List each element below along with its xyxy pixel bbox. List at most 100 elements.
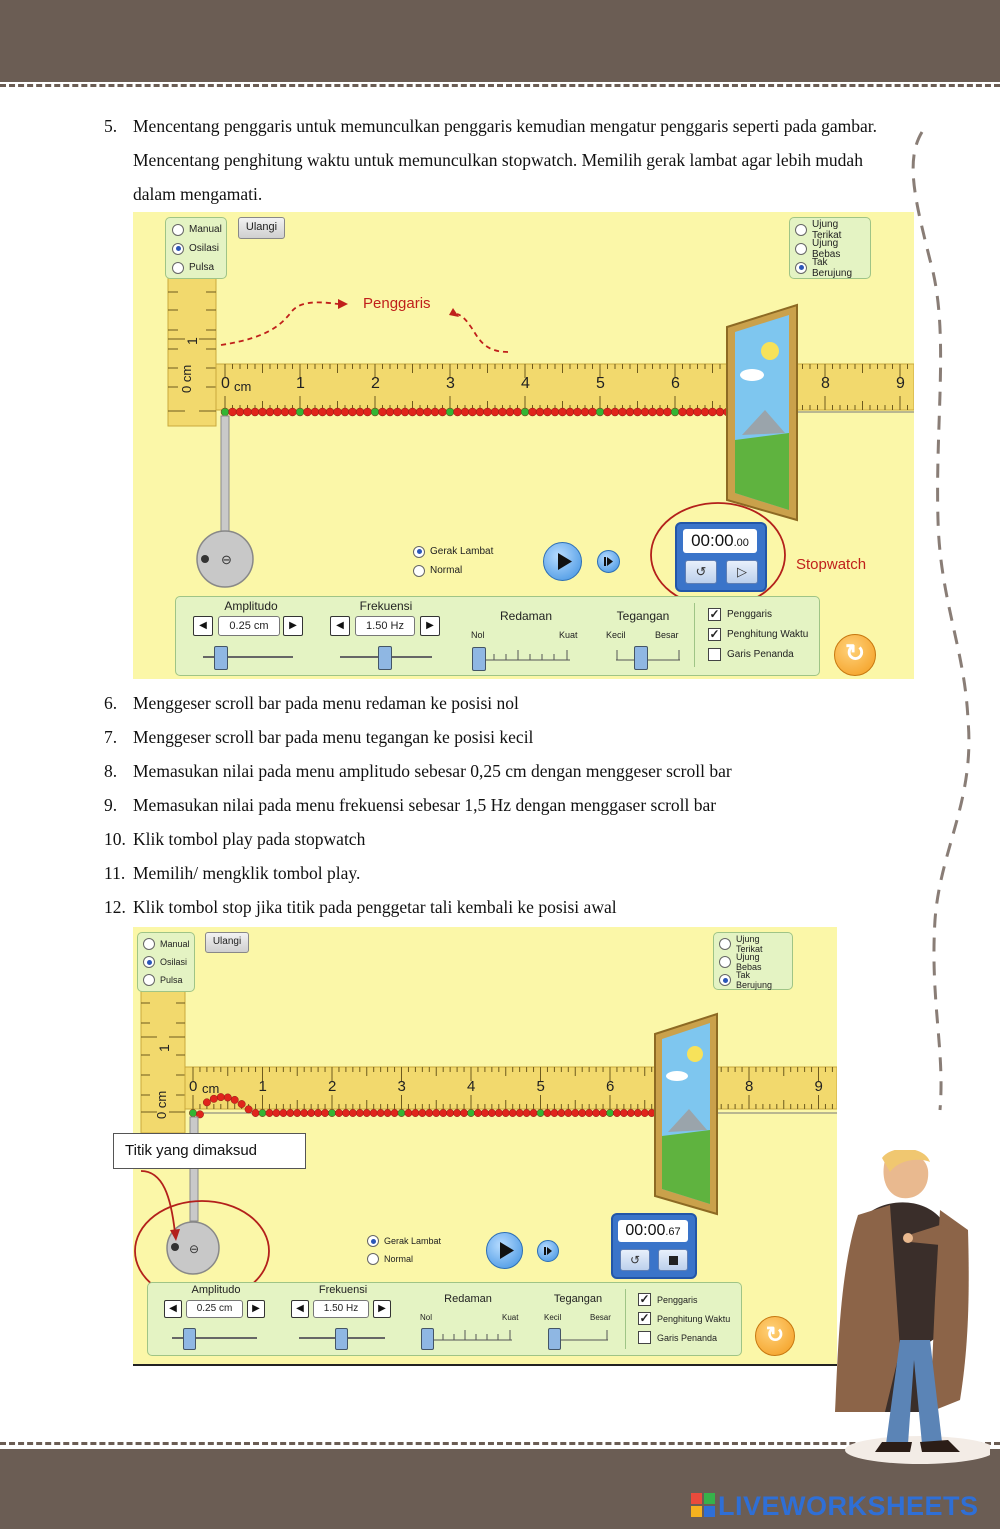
string-bead-2-14 <box>286 1109 295 1117</box>
damping-slider-thumb[interactable] <box>472 647 486 671</box>
stopwatch-stop-button[interactable] <box>658 1249 688 1271</box>
end-option-bebas[interactable]: Ujung Bebas <box>795 238 865 260</box>
string-bead-2-21 <box>335 1109 343 1117</box>
mode-option-osilasi[interactable]: Osilasi <box>172 239 220 258</box>
frequency-increase-button-2[interactable]: ▶ <box>373 1300 391 1318</box>
reset-all-button-2[interactable]: ↻ <box>755 1316 795 1356</box>
string-bead-1-42 <box>535 407 545 417</box>
string-bead-2-62 <box>619 1109 628 1117</box>
checkbox-penghitung-waktu-2[interactable]: ✓Penghitung Waktu <box>638 1311 731 1325</box>
end-option-terikat[interactable]: Ujung Terikat <box>795 219 865 241</box>
frequency-decrease-button-2[interactable]: ◀ <box>291 1300 309 1318</box>
frequency-slider-thumb-2[interactable] <box>335 1328 348 1350</box>
stopwatch-2[interactable]: 00:00.67 ↺ <box>611 1213 697 1279</box>
amplitude-increase-button[interactable]: ▶ <box>283 616 303 636</box>
speed-option-lambat-2[interactable]: Gerak Lambat <box>367 1232 441 1250</box>
stopwatch-start-button[interactable]: ▷ <box>726 560 758 584</box>
ruler-unit-2: cm <box>202 1081 220 1096</box>
play-button-2[interactable] <box>486 1232 523 1269</box>
amplitude-value-2[interactable]: 0.25 cm <box>186 1300 243 1318</box>
step-6: 6.Menggeser scroll bar pada menu redaman… <box>104 693 519 713</box>
stopwatch-reset-button[interactable]: ↺ <box>685 560 717 584</box>
end-option-bebas-2[interactable]: Ujung Bebas <box>719 952 787 972</box>
mode-option-manual[interactable]: Manual <box>172 220 222 239</box>
string-bead-1-51 <box>603 407 612 417</box>
undo-icon: ↺ <box>695 564 707 579</box>
string-bead-2-38 <box>453 1109 462 1117</box>
string-bead-2-46 <box>508 1109 517 1117</box>
tension-slider-thumb[interactable] <box>634 646 648 670</box>
string-bead-1-15 <box>333 407 342 417</box>
tension-label-2: Tegangan <box>553 1293 603 1305</box>
mode-option-manual-2[interactable]: Manual <box>143 935 190 953</box>
refresh-icon: ↻ <box>765 1322 785 1347</box>
string-bead-2-17 <box>307 1109 316 1117</box>
ruler-tick-label-1-0: 0 <box>221 375 230 392</box>
string-bead-2-26 <box>369 1109 378 1117</box>
string-bead-2-15 <box>293 1109 302 1117</box>
string-bead-2-34 <box>425 1109 434 1117</box>
ruler-tick-label-1-3: 3 <box>446 375 455 392</box>
mode-option-pulsa-2[interactable]: Pulsa <box>143 971 189 989</box>
string-bead-1-12 <box>310 407 320 417</box>
stop-icon <box>668 1256 678 1265</box>
step-button-2[interactable] <box>537 1240 559 1262</box>
step-button[interactable] <box>597 550 620 573</box>
string-bead-1-47 <box>573 407 582 417</box>
frequency-value-2[interactable]: 1.50 Hz <box>313 1300 369 1318</box>
checkbox-garis-penanda[interactable]: Garis Penanda <box>708 644 808 664</box>
damping-slider-thumb-2[interactable] <box>421 1328 434 1350</box>
string-bead-2-41 <box>474 1109 482 1117</box>
mode-option-pulsa[interactable]: Pulsa <box>172 258 220 277</box>
checkbox-penggaris-2[interactable]: ✓Penggaris <box>638 1292 698 1306</box>
amplitude-increase-button-2[interactable]: ▶ <box>247 1300 265 1318</box>
tension-max-label-2: Besar <box>590 1313 611 1322</box>
end-option-tak-berujung[interactable]: Tak Berujung <box>795 257 865 279</box>
checkbox-penghitung-waktu[interactable]: ✓Penghitung Waktu <box>708 626 809 641</box>
reset-all-button[interactable]: ↻ <box>834 634 876 676</box>
ulangi-button-2[interactable]: Ulangi <box>205 932 249 953</box>
end-option-tak-berujung-2[interactable]: Tak Berujung <box>719 970 787 990</box>
speed-option-normal[interactable]: Normal <box>413 561 493 580</box>
speed-option-normal-2[interactable]: Normal <box>367 1250 441 1268</box>
frequency-value[interactable]: 1.50 Hz <box>355 616 415 636</box>
amplitude-decrease-button-2[interactable]: ◀ <box>164 1300 182 1318</box>
string-bead-1-16 <box>340 407 350 417</box>
string-bead-1-52 <box>610 407 620 417</box>
string-bead-1-61 <box>678 407 687 417</box>
frequency-decrease-button[interactable]: ◀ <box>330 616 350 636</box>
amplitude-slider-thumb[interactable] <box>214 646 228 670</box>
string-bead-1-8 <box>280 407 290 417</box>
checkbox-garis-penanda-2[interactable]: Garis Penanda <box>638 1328 730 1347</box>
amplitude-value[interactable]: 0.25 cm <box>218 616 280 636</box>
play-button[interactable] <box>543 542 582 581</box>
ulangi-button[interactable]: Ulangi <box>238 217 285 239</box>
string-bead-2-29 <box>390 1109 399 1117</box>
man-checking-watch-illustration <box>835 1150 990 1464</box>
string-bead-1-26 <box>415 407 425 417</box>
tension-slider-thumb-2[interactable] <box>548 1328 561 1350</box>
string-bead-2-8 <box>244 1105 253 1114</box>
string-bead-2-24 <box>355 1109 364 1117</box>
string-bead-2-13 <box>279 1109 288 1117</box>
string-bead-2-25 <box>362 1109 371 1117</box>
stopwatch-reset-button-2[interactable]: ↺ <box>620 1249 650 1271</box>
frequency-increase-button[interactable]: ▶ <box>420 616 440 636</box>
string-bead-2-9 <box>251 1109 260 1117</box>
frequency-label: Frekuensi <box>359 599 413 613</box>
stopwatch[interactable]: 00:00.00 ↺ ▷ <box>675 522 767 592</box>
frequency-slider-thumb[interactable] <box>378 646 392 670</box>
amplitude-label: Amplitudo <box>224 599 278 613</box>
string-bead-1-39 <box>513 407 522 417</box>
checkbox-penggaris[interactable]: ✓Penggaris <box>708 606 773 621</box>
end-option-terikat-2[interactable]: Ujung Terikat <box>719 934 787 954</box>
amplitude-slider-thumb-2[interactable] <box>183 1328 196 1350</box>
end-type-panel-2: Ujung Terikat Ujung Bebas Tak Berujung <box>713 932 793 990</box>
string-bead-1-7 <box>273 407 282 417</box>
string-bead-1-10 <box>295 407 305 417</box>
amplitude-decrease-button[interactable]: ◀ <box>193 616 213 636</box>
string-bead-1-56 <box>640 407 650 417</box>
mode-option-osilasi-2[interactable]: Osilasi <box>143 953 189 971</box>
speed-option-lambat[interactable]: Gerak Lambat <box>413 542 493 561</box>
control-panel: Amplitudo ◀ 0.25 cm ▶ Frekuensi ◀ 1.50 H… <box>175 596 820 676</box>
